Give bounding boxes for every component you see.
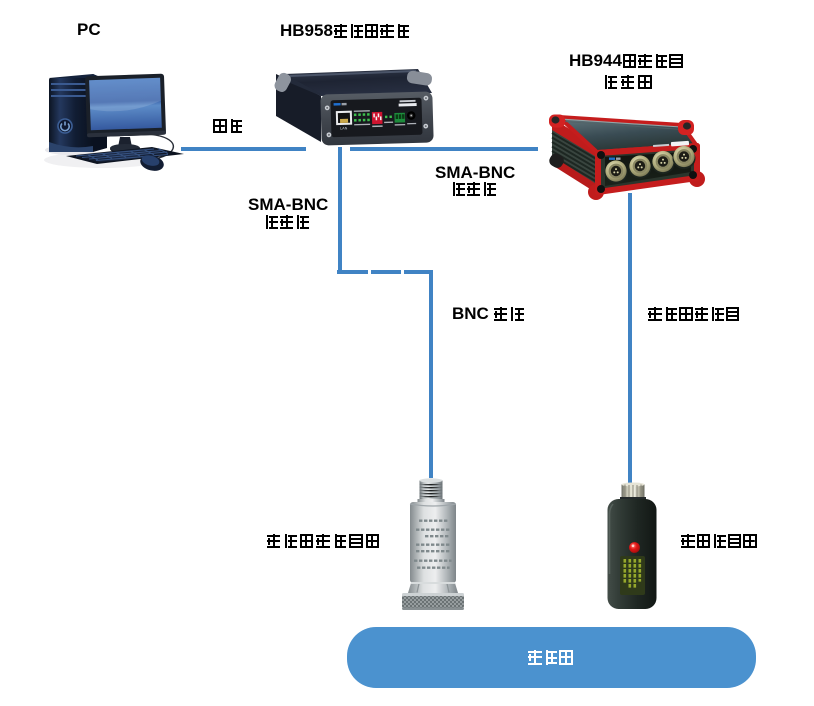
svg-text:LAN: LAN — [340, 126, 348, 130]
